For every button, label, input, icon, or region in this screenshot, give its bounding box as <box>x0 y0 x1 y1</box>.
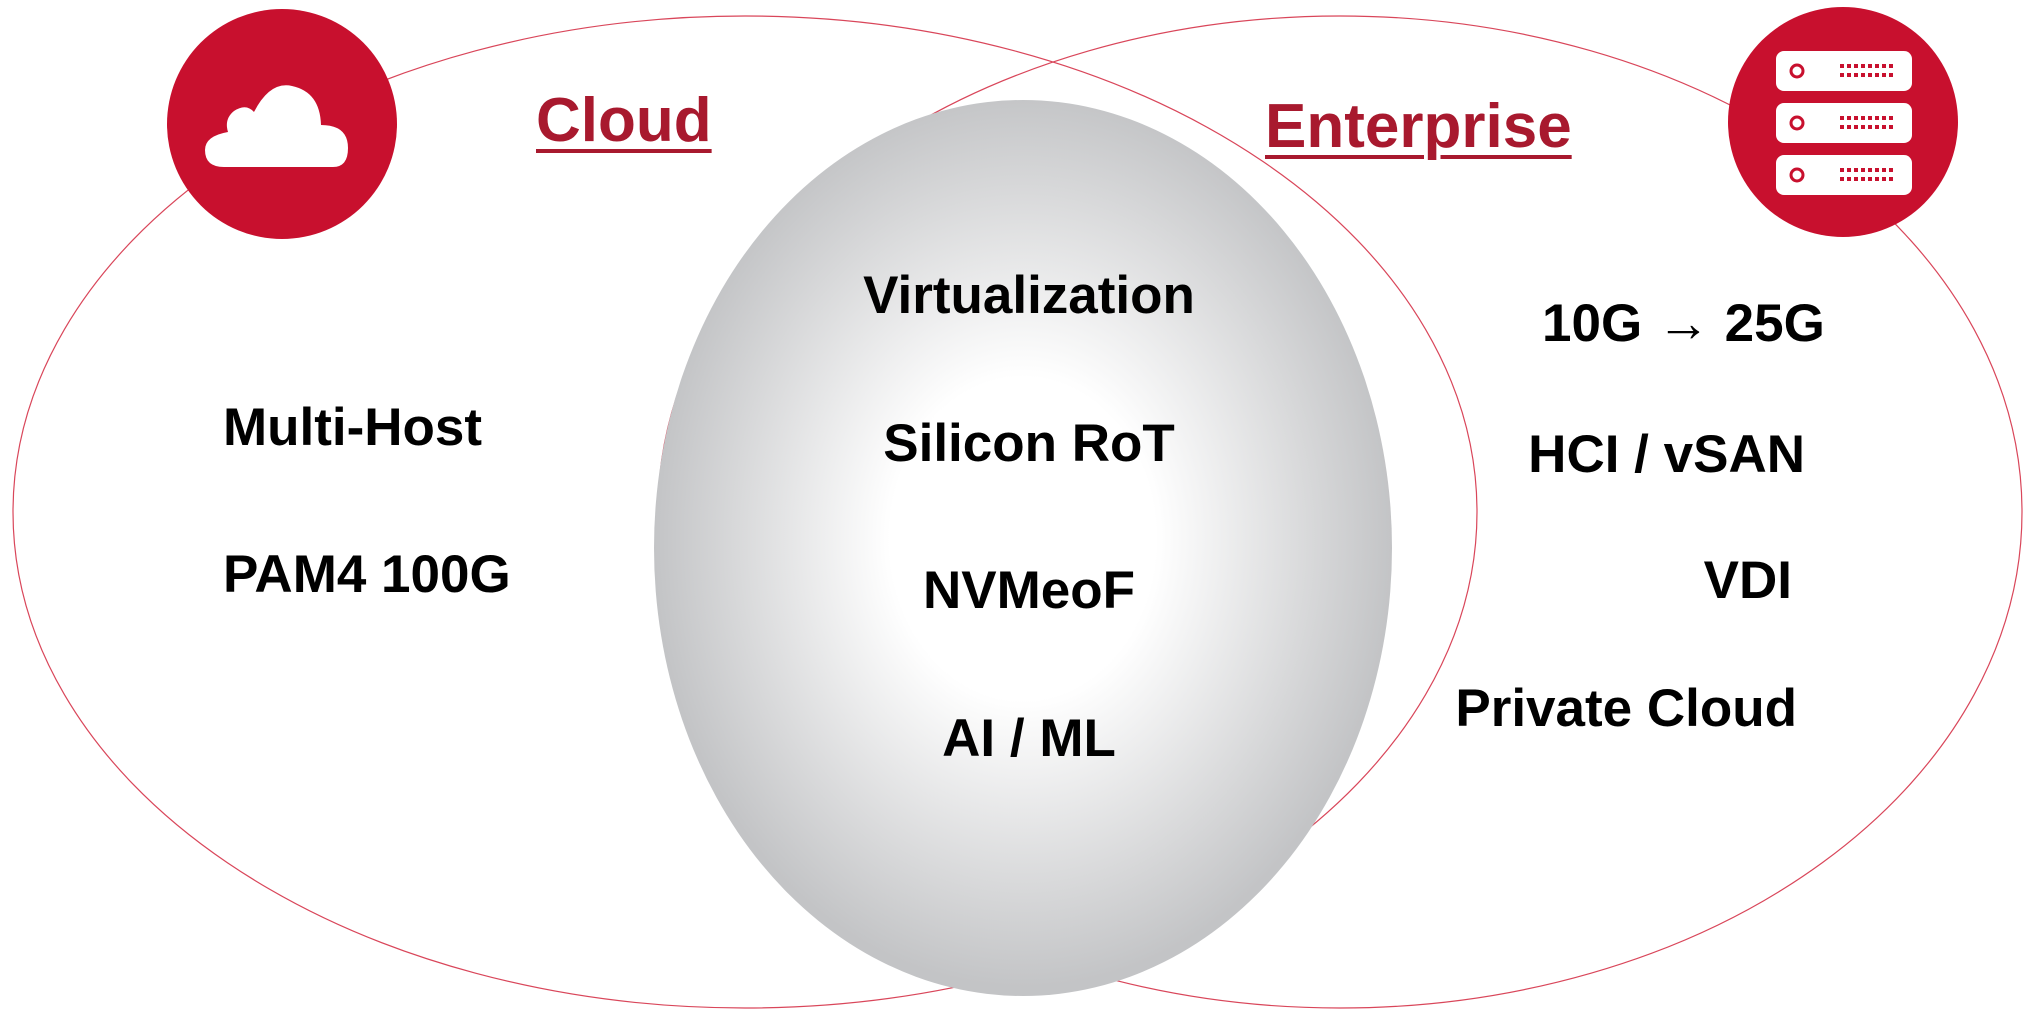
cloud-item-pam4: PAM4 100G <box>223 545 511 604</box>
enterprise-item-vdi: VDI <box>1703 551 1792 610</box>
center-item-nvmeof: NVMeoF <box>923 561 1135 620</box>
enterprise-title: Enterprise <box>1265 92 1572 161</box>
center-item-virtualization: Virtualization <box>863 266 1195 325</box>
cloud-ellipse-outline <box>12 15 1478 1009</box>
enterprise-item-hci-vsan: HCI / vSAN <box>1528 425 1805 484</box>
overlap-gray-ellipse <box>654 100 1392 996</box>
server-icon <box>1727 6 1959 238</box>
cloud-item-multi-host: Multi-Host <box>223 398 483 457</box>
cloud-title: Cloud <box>536 86 712 155</box>
center-item-silicon-rot: Silicon RoT <box>883 414 1175 473</box>
enterprise-item-10g-25g: 10G → 25G <box>1542 294 1825 353</box>
cloud-icon <box>166 8 398 240</box>
enterprise-item-private-cloud: Private Cloud <box>1455 679 1797 738</box>
center-item-ai-ml: AI / ML <box>942 709 1116 768</box>
